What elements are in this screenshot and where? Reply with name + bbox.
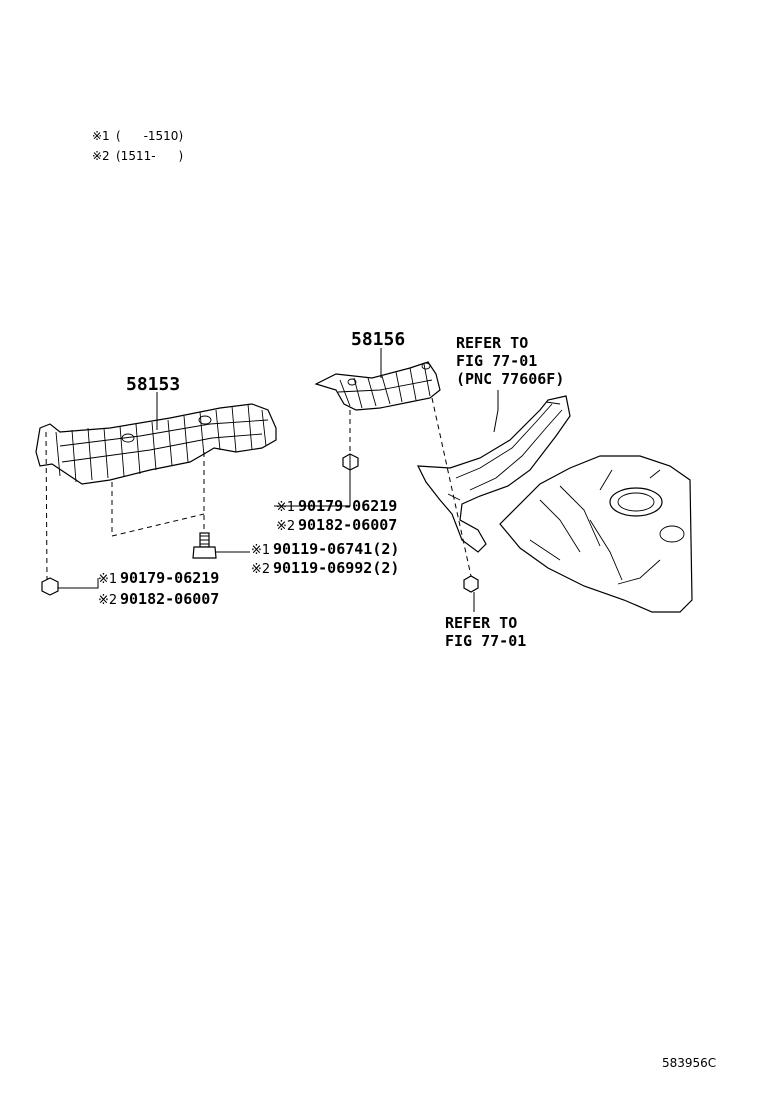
- diagram-code: 583956C: [662, 1056, 716, 1070]
- nut-lower-labels[interactable]: ※1 90179-06219 ※2 90182-06007: [98, 569, 219, 608]
- bolt-number-2: 90119-06992(2): [273, 559, 399, 577]
- refer-upper-line-3: (PNC 77606F): [456, 370, 564, 388]
- refer-upper-line-2: FIG 77-01: [456, 352, 537, 370]
- refer-label-lower[interactable]: REFER TO FIG 77-01: [445, 614, 526, 650]
- nut-lower-mark-2: ※2: [98, 593, 117, 608]
- bolt-mark-2: ※2: [251, 562, 270, 577]
- refer-lower-line-2: FIG 77-01: [445, 632, 526, 650]
- nut-lower-mark-1: ※1: [98, 572, 117, 587]
- part-label-58153[interactable]: 58153: [126, 374, 180, 395]
- nut-upper-labels[interactable]: ※1 90179-06219 ※2 90182-06007: [276, 497, 397, 534]
- note-1-mark: ※1: [92, 129, 110, 143]
- refer-upper-line-1: REFER TO: [456, 334, 528, 352]
- bolt-number-1: 90119-06741(2): [273, 540, 399, 558]
- note-2-mark: ※2: [92, 149, 110, 163]
- heat-insulator-58153[interactable]: [35, 403, 277, 485]
- nut-lower-number-2: 90182-06007: [120, 590, 219, 608]
- nut-lower-number-1: 90179-06219: [120, 569, 219, 587]
- bolt-labels[interactable]: ※1 90119-06741(2) ※2 90119-06992(2): [251, 540, 399, 577]
- heat-insulator-58156[interactable]: [314, 361, 441, 411]
- assembly-lines: [45, 397, 472, 581]
- nut-upper-icon[interactable]: [342, 453, 359, 471]
- fuel-tank: [499, 455, 693, 613]
- note-1-range: ( -1510): [116, 129, 183, 143]
- pipe-bracket[interactable]: [416, 395, 571, 553]
- refer-label-upper[interactable]: REFER TO FIG 77-01 (PNC 77606F): [456, 334, 564, 388]
- nut-upper-number-1: 90179-06219: [298, 497, 397, 515]
- nut-upper-number-2: 90182-06007: [298, 516, 397, 534]
- part-label-58156[interactable]: 58156: [351, 329, 405, 350]
- leader-lines: [58, 348, 499, 612]
- nut-right-icon[interactable]: [463, 575, 479, 593]
- note-2-range: (1511- ): [116, 149, 183, 163]
- nut-upper-mark-1: ※1: [276, 500, 295, 515]
- model-notes: ※1 ( -1510) ※2 (1511- ): [92, 129, 183, 163]
- bolt-mark-1: ※1: [251, 543, 270, 558]
- refer-lower-line-1: REFER TO: [445, 614, 517, 632]
- nut-lower-icon[interactable]: [41, 577, 59, 596]
- bolt-icon[interactable]: [192, 532, 217, 559]
- nut-upper-mark-2: ※2: [276, 519, 295, 534]
